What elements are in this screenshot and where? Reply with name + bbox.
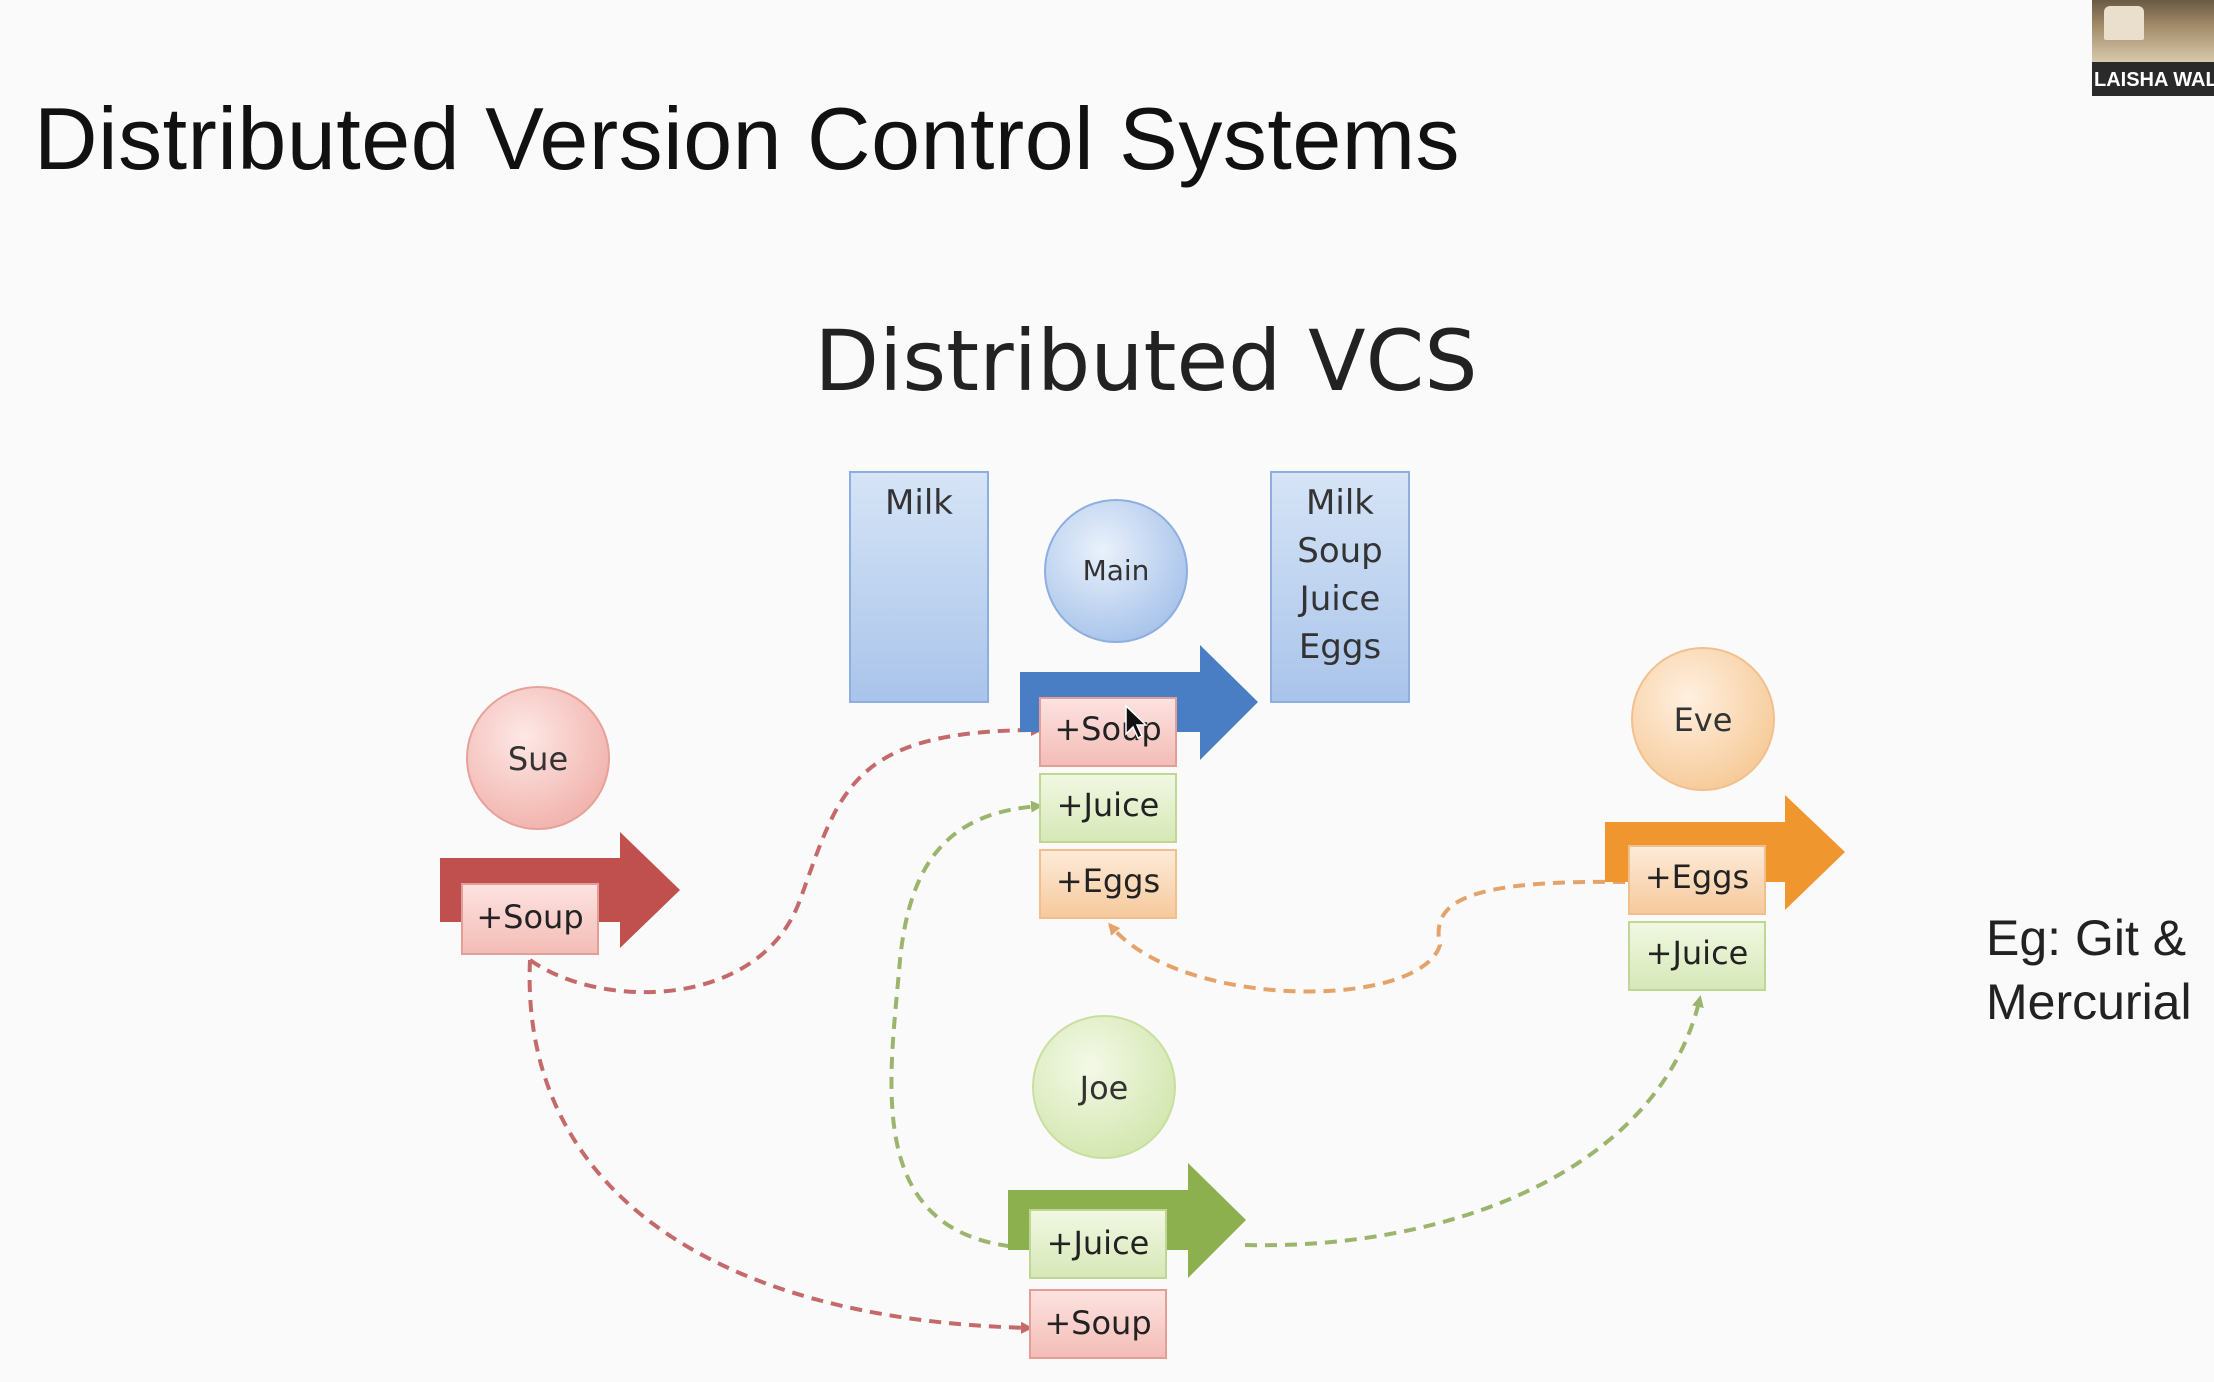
mouse-cursor-icon	[1125, 704, 1148, 740]
example-note-line: Mercurial	[1986, 974, 2192, 1030]
flow-eve-to-main	[1108, 879, 1626, 994]
change-label: +Eggs	[1645, 858, 1749, 896]
flow-sue-to-main	[528, 724, 1043, 995]
sue-label: Sue	[508, 740, 568, 778]
flow-joe-to-main	[889, 800, 1043, 1250]
video-feed-object	[2104, 6, 2144, 40]
eve-changes: +Eggs +Juice	[1628, 845, 1766, 991]
change-box	[1029, 1289, 1167, 1359]
sue-changes: +Soup	[461, 883, 599, 955]
sue-circle	[466, 686, 610, 830]
repo-after-item: Eggs	[1299, 627, 1381, 667]
flow-joe-to-eve	[1244, 995, 1704, 1248]
joe-label: Joe	[1078, 1069, 1129, 1107]
change-box	[1039, 773, 1177, 843]
repo-after-item: Juice	[1298, 579, 1381, 619]
flow-sue-to-joe	[527, 959, 1033, 1334]
change-label: +Juice	[1047, 1224, 1150, 1262]
change-label: +Soup	[1044, 1304, 1151, 1342]
change-box	[1039, 849, 1177, 919]
main-changes: +Soup +Juice +Eggs	[1039, 697, 1177, 919]
change-box	[1628, 845, 1766, 915]
change-box	[1029, 1209, 1167, 1279]
change-label: +Eggs	[1056, 862, 1160, 900]
repo-before-item: Milk	[885, 483, 953, 523]
diagram-title: Distributed VCS	[814, 312, 1477, 410]
eve-circle	[1631, 647, 1775, 791]
change-box	[1039, 697, 1177, 767]
main-label: Main	[1083, 554, 1150, 587]
repo-after-item: Milk	[1306, 483, 1374, 523]
joe-circle	[1032, 1015, 1176, 1159]
joe-changes: +Juice +Soup	[1029, 1209, 1167, 1359]
eve-label: Eve	[1674, 701, 1733, 739]
main-circle	[1044, 499, 1188, 643]
change-label: +Juice	[1646, 934, 1749, 972]
change-label: +Juice	[1057, 786, 1160, 824]
change-box	[1628, 921, 1766, 991]
example-note: Eg: Git & Mercurial	[1986, 906, 2192, 1034]
change-box	[461, 883, 599, 955]
repo-after-item: Soup	[1297, 531, 1383, 571]
repo-after: Milk Soup Juice Eggs	[1270, 471, 1410, 703]
example-note-line: Eg: Git &	[1986, 910, 2187, 966]
repo-before: Milk	[849, 471, 989, 703]
change-label: +Soup	[1054, 710, 1161, 748]
participant-name: LAISHA WAL	[2094, 69, 2214, 91]
slide-title: Distributed Version Control Systems	[34, 89, 1461, 188]
change-label: +Soup	[476, 898, 583, 936]
participant-video-tile[interactable]: LAISHA WAL	[2092, 0, 2214, 96]
